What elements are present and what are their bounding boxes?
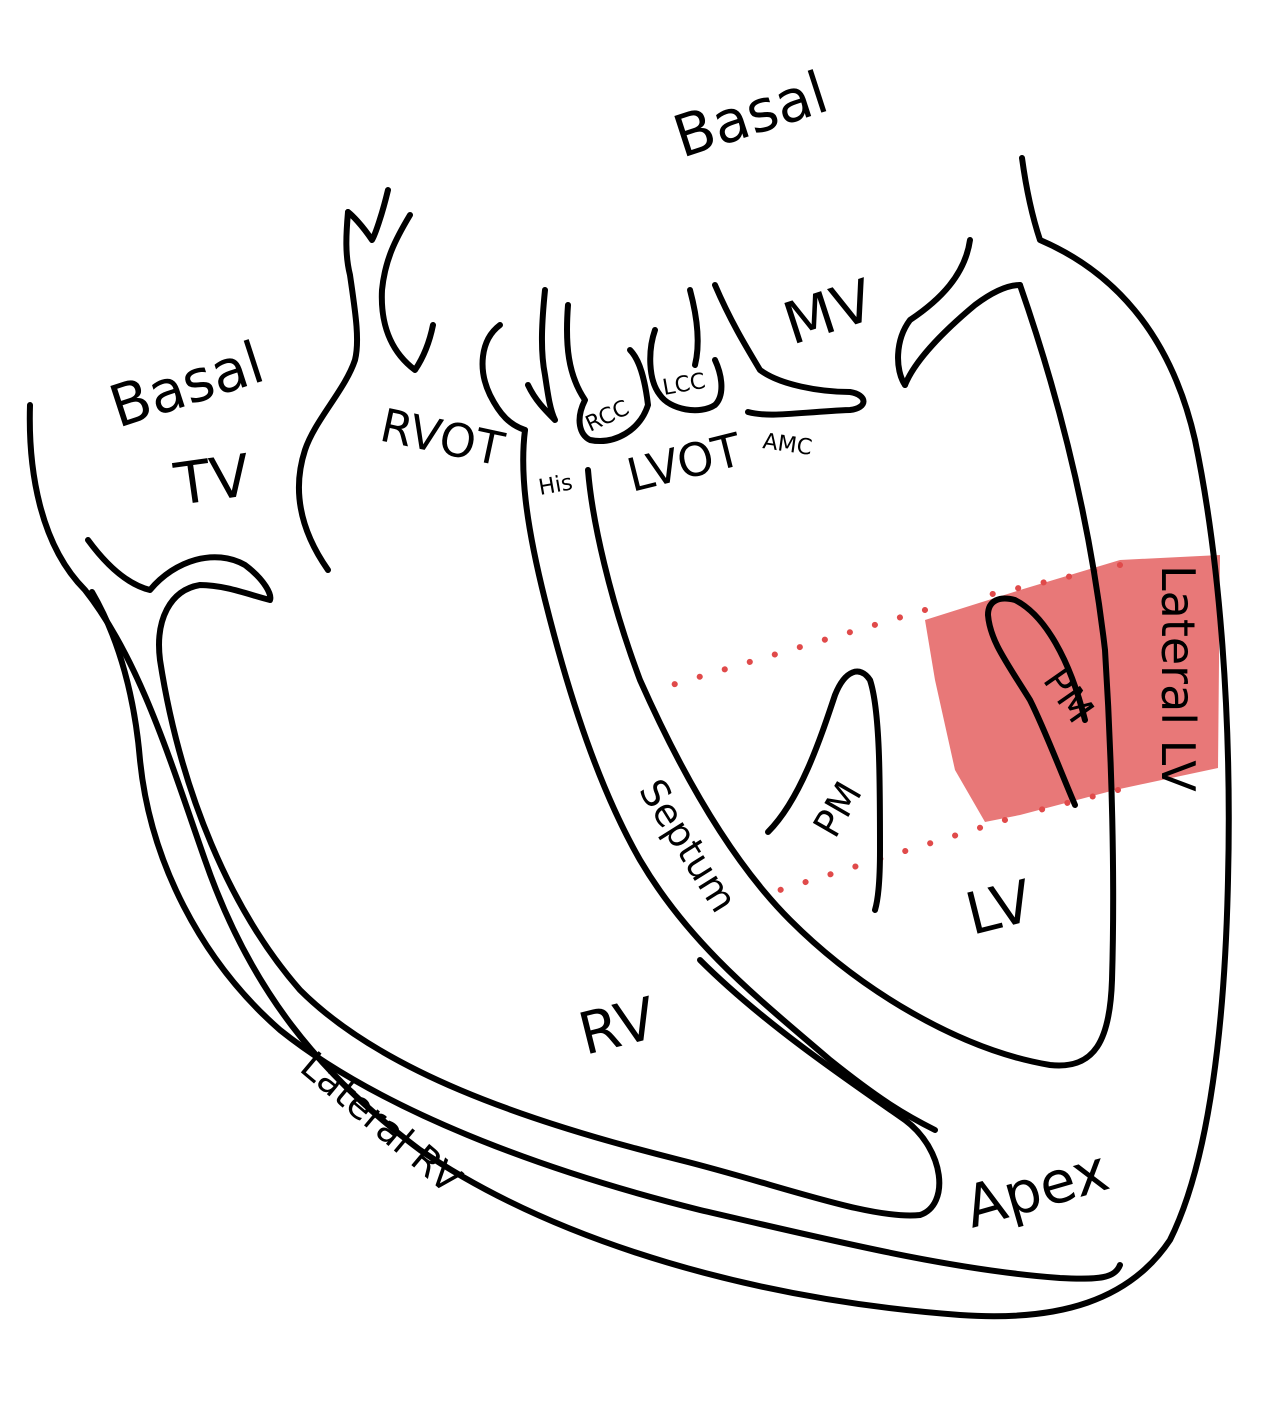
label-pm-medial: PM — [805, 774, 871, 844]
lv-lateral-wall — [898, 240, 970, 385]
rv-free-wall — [88, 540, 939, 1215]
label-amc: AMC — [761, 429, 813, 461]
lateral-lv-highlight — [655, 555, 1220, 890]
label-basal-left: Basal — [101, 328, 272, 441]
label-lvot: LVOT — [622, 422, 748, 503]
label-lateral-lv: Lateral LV — [1151, 565, 1205, 792]
label-rvot: RVOT — [376, 398, 510, 477]
aortic-root-left — [483, 325, 525, 430]
dotted-line-upper-2 — [655, 610, 925, 690]
rvot-right-wall — [348, 190, 388, 240]
label-lv: LV — [959, 867, 1039, 949]
label-tv: TV — [169, 441, 254, 519]
label-his: His — [537, 470, 575, 501]
label-mv: MV — [775, 266, 882, 358]
label-rv: RV — [572, 984, 663, 1069]
mv-posterior-leaflet — [905, 285, 1020, 385]
label-apex: Apex — [957, 1136, 1116, 1241]
aortic-root-rcc-wall — [528, 290, 555, 420]
lcc-cusp — [650, 330, 721, 410]
rvot-left-wall — [299, 212, 357, 570]
label-basal-top: Basal — [665, 58, 836, 171]
rvot-inner-wall — [382, 215, 433, 370]
aortic-root-right — [690, 290, 698, 365]
label-lcc: LCC — [661, 369, 708, 401]
